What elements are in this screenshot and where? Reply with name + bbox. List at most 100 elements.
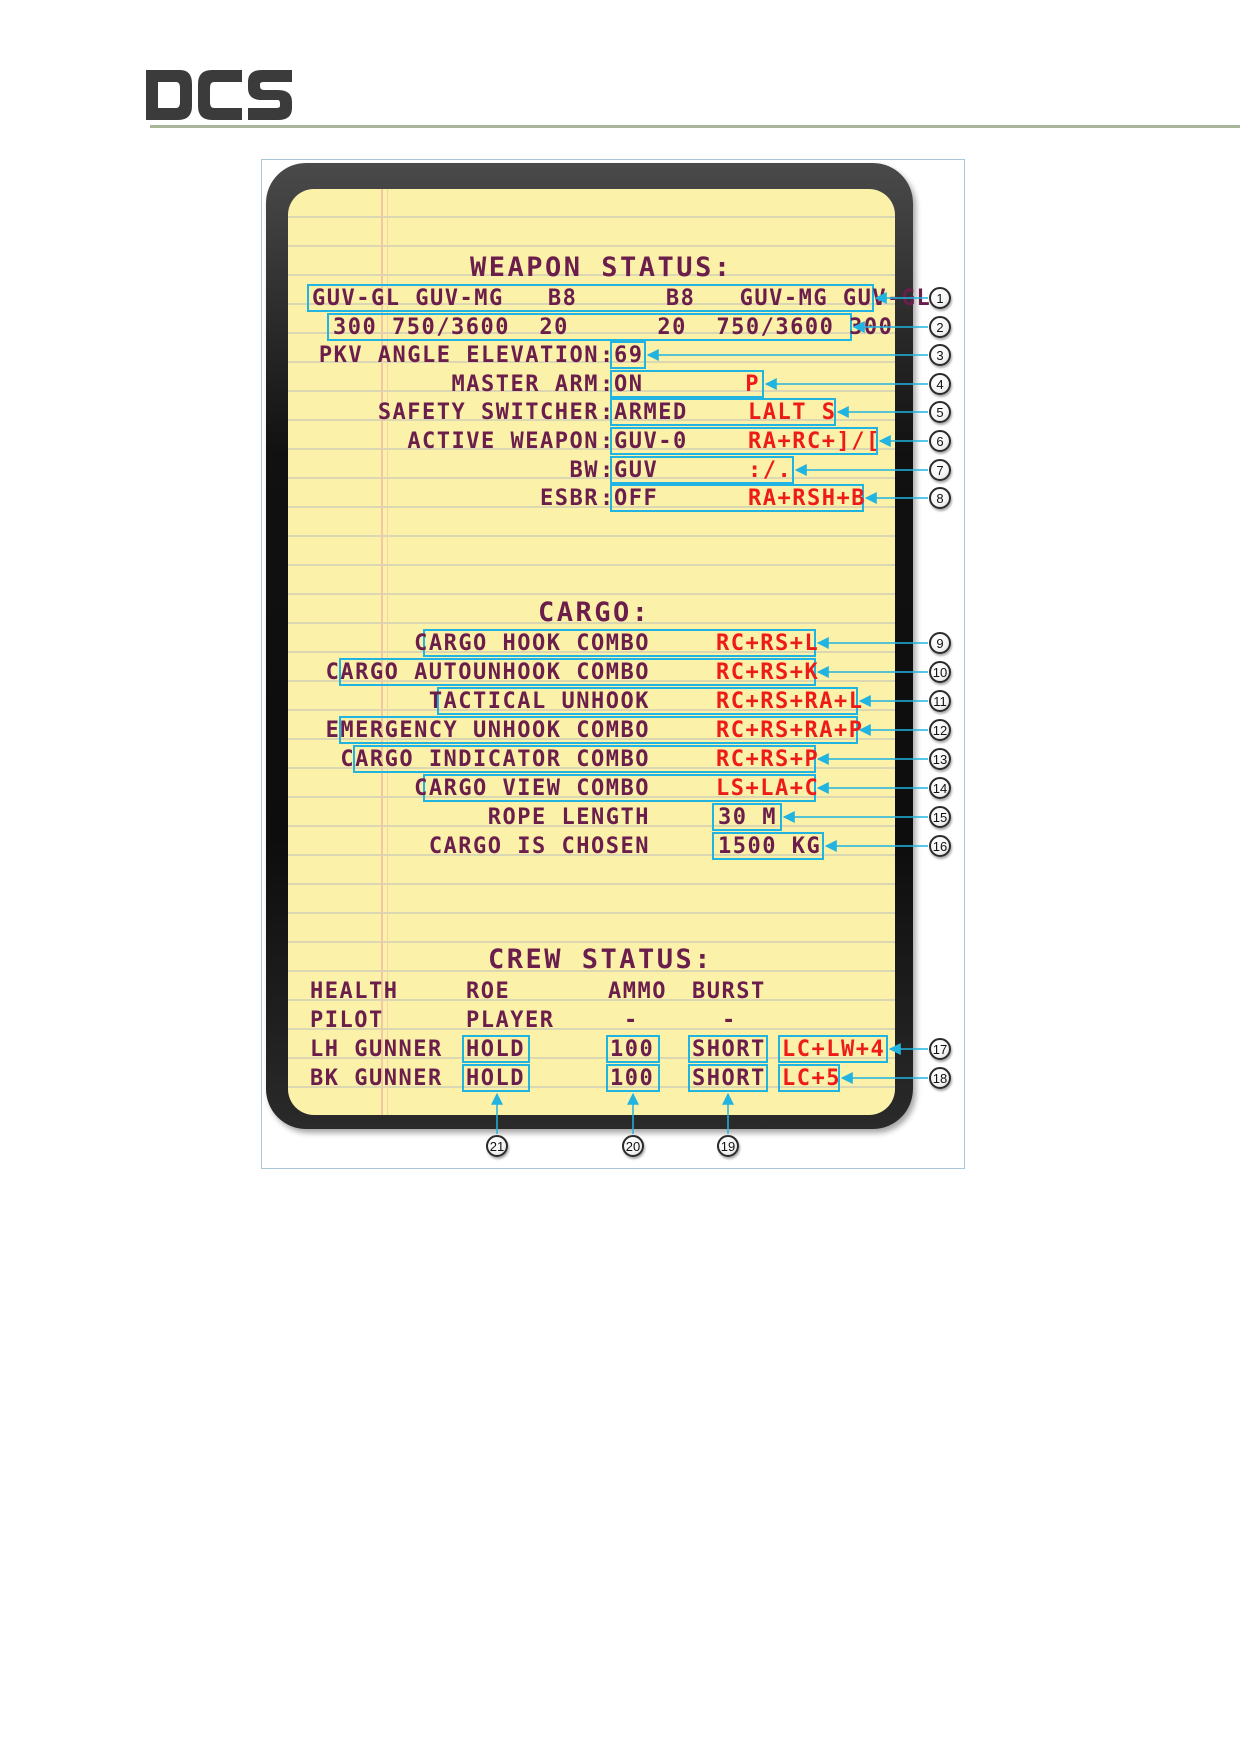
callout-6: 6	[929, 430, 951, 452]
tactical-unhook-hotkey: RC+RS+RA+L	[716, 689, 864, 714]
lh-gunner-hotkey: LC+LW+4	[782, 1037, 886, 1062]
highlight-box	[327, 313, 852, 341]
callout-2: 2	[929, 316, 951, 338]
highlight-box	[606, 1064, 660, 1092]
cargo-indicator-hotkey: RC+RS+P	[716, 747, 820, 772]
highlight-box	[610, 370, 764, 398]
lh-gunner-name: LH GUNNER	[310, 1037, 443, 1062]
callout-5: 5	[929, 401, 951, 423]
esbr-value: OFF	[614, 486, 659, 511]
active-weapon-label: ACTIVE WEAPON	[407, 429, 599, 454]
master-arm-value: ON	[614, 372, 644, 397]
bw-hotkey: :/.	[748, 458, 793, 483]
cargo-title: CARGO:	[538, 597, 651, 628]
bk-gunner-roe: HOLD	[466, 1066, 525, 1091]
emergency-unhook-hotkey: RC+RS+RA+P	[716, 718, 864, 743]
highlight-box	[778, 1035, 888, 1063]
highlight-box	[437, 687, 858, 715]
bw-label: BW	[569, 458, 599, 483]
callout-10: 10	[929, 661, 951, 683]
colon: :	[600, 486, 615, 511]
active-weapon-hotkey: RA+RC+]/[	[748, 429, 881, 454]
callout-11: 11	[929, 690, 951, 712]
colon: :	[600, 429, 615, 454]
cargo-view-hotkey: LS+LA+C	[716, 776, 820, 801]
callout-17: 17	[929, 1038, 951, 1060]
highlight-box	[778, 1064, 840, 1092]
highlight-box	[688, 1064, 768, 1092]
safety-switcher-label: SAFETY SWITCHER	[377, 400, 599, 425]
rope-length-value: 30 M	[718, 805, 777, 830]
callout-1: 1	[929, 287, 951, 309]
highlight-box	[353, 745, 816, 773]
header-health: HEALTH	[310, 979, 399, 1004]
highlight-box	[606, 1035, 660, 1063]
callout-14: 14	[929, 777, 951, 799]
header-rule	[150, 125, 1240, 128]
tactical-unhook-label: TACTICAL UNHOOK	[428, 689, 650, 714]
highlight-box	[712, 803, 782, 831]
bk-gunner-name: BK GUNNER	[310, 1066, 443, 1091]
pilot-roe: PLAYER	[466, 1008, 555, 1033]
highlight-box	[462, 1035, 530, 1063]
callout-19: 19	[717, 1135, 739, 1157]
esbr-label: ESBR	[540, 486, 599, 511]
header-roe: ROE	[466, 979, 511, 1004]
callout-16: 16	[929, 835, 951, 857]
callout-20: 20	[622, 1135, 644, 1157]
highlight-box	[462, 1064, 530, 1092]
cargo-view-label: CARGO VIEW COMBO	[414, 776, 650, 801]
cargo-chosen-label: CARGO IS CHOSEN	[428, 834, 650, 859]
callout-9: 9	[929, 632, 951, 654]
callout-18: 18	[929, 1067, 951, 1089]
bk-gunner-burst: SHORT	[692, 1066, 766, 1091]
callout-13: 13	[929, 748, 951, 770]
pilot-name: PILOT	[310, 1008, 384, 1033]
callout-7: 7	[929, 459, 951, 481]
pkv-angle-label: PKV ANGLE ELEVATION	[318, 343, 599, 368]
weapon-status-title: WEAPON STATUS:	[470, 252, 733, 283]
active-weapon-value: GUV-0	[614, 429, 688, 454]
highlight-box	[423, 774, 816, 802]
highlight-box	[339, 658, 816, 686]
lh-gunner-ammo: 100	[610, 1037, 655, 1062]
bw-value: GUV	[614, 458, 659, 483]
esbr-hotkey: RA+RSH+B	[748, 486, 866, 511]
cargo-autounhook-label: CARGO AUTOUNHOOK COMBO	[325, 660, 650, 685]
cargo-autounhook-hotkey: RC+RS+K	[716, 660, 820, 685]
callout-4: 4	[929, 373, 951, 395]
pilot-burst: -	[722, 1008, 737, 1033]
safety-switcher-value: ARMED	[614, 400, 688, 425]
header-ammo: AMMO	[608, 979, 667, 1004]
lh-gunner-burst: SHORT	[692, 1037, 766, 1062]
colon: :	[600, 458, 615, 483]
cargo-hook-hotkey: RC+RS+L	[716, 631, 820, 656]
highlight-box	[423, 629, 816, 657]
bk-gunner-ammo: 100	[610, 1066, 655, 1091]
colon: :	[600, 400, 615, 425]
dcs-logo	[146, 70, 292, 120]
kneeboard-page	[288, 189, 895, 1115]
crew-status-title: CREW STATUS:	[488, 944, 714, 975]
safety-switcher-hotkey: LALT S	[748, 400, 837, 425]
callout-21: 21	[486, 1135, 508, 1157]
master-arm-label: MASTER ARM	[451, 372, 599, 397]
pkv-angle-value: 69	[614, 343, 644, 368]
highlight-box	[712, 832, 824, 860]
highlight-box	[610, 484, 864, 512]
colon: :	[600, 343, 615, 368]
highlight-box	[688, 1035, 768, 1063]
cargo-hook-label: CARGO HOOK COMBO	[414, 631, 650, 656]
bk-gunner-hotkey: LC+5	[782, 1066, 841, 1091]
pilot-ammo: -	[624, 1008, 639, 1033]
callout-8: 8	[929, 487, 951, 509]
highlight-box	[610, 341, 646, 369]
highlight-box	[610, 398, 836, 426]
header-burst: BURST	[692, 979, 766, 1004]
callout-3: 3	[929, 344, 951, 366]
highlight-box	[339, 716, 858, 744]
highlight-box	[610, 456, 794, 484]
rope-length-label: ROPE LENGTH	[487, 805, 650, 830]
cargo-chosen-value: 1500 KG	[718, 834, 822, 859]
